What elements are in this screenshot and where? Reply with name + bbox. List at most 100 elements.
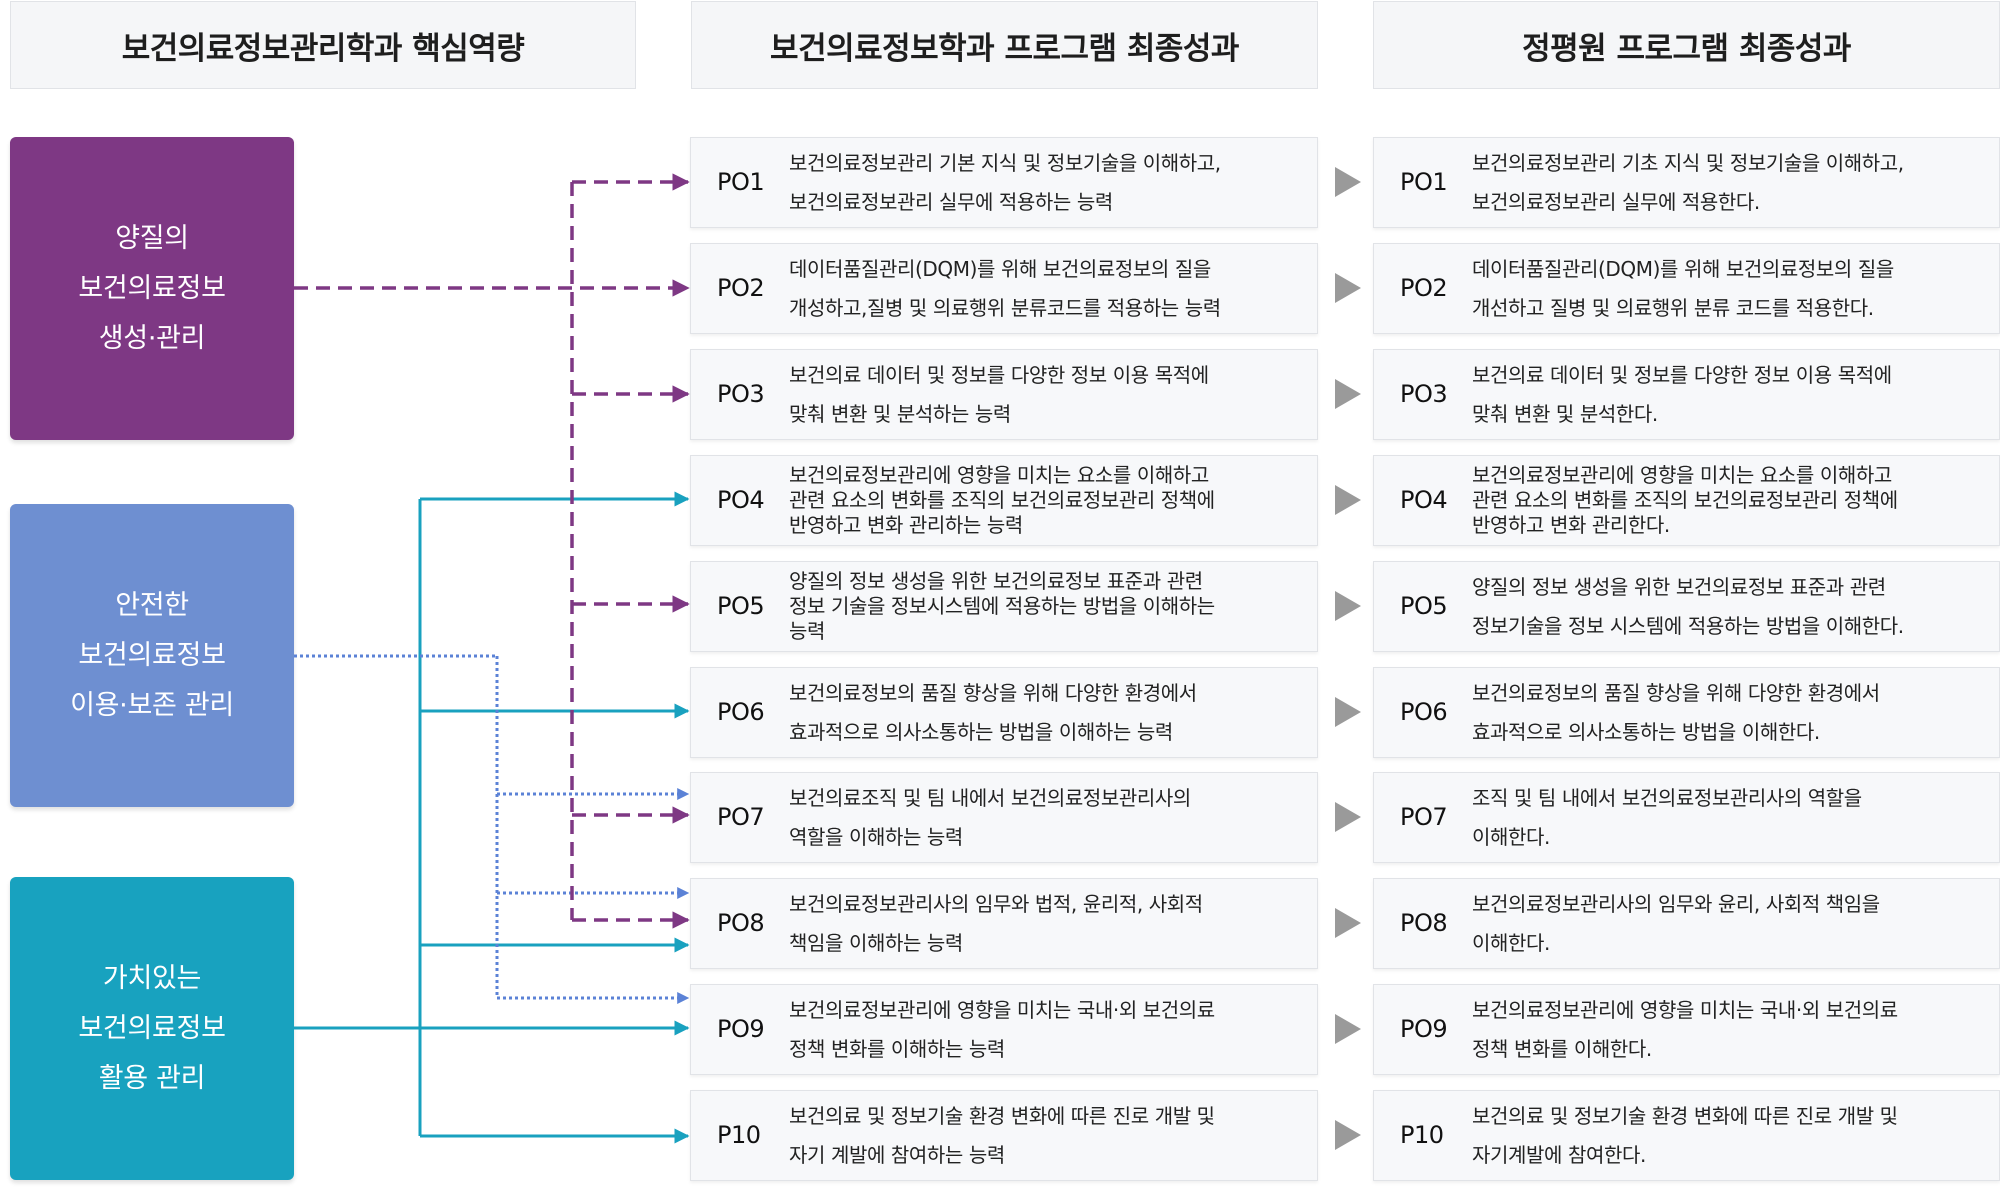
outcome-description-line: 데이터품질관리(DQM)를 위해 보건의료정보의 질을 [1472,256,1894,281]
outcome-description: 보건의료정보관리 기초 지식 및 정보기술을 이해하고, 보건의료정보관리 실무에… [1472,138,1975,227]
play-triangle-icon [1335,167,1361,197]
outcome-description-line: 보건의료정보관리 기초 지식 및 정보기술을 이해하고, [1472,150,1904,175]
header-core-competencies: 보건의료정보관리학과 핵심역량 [10,1,636,89]
outcome-code: PO2 [1400,274,1448,302]
outcome-description-line: 보건의료정보관리사의 임무와 윤리, 사회적 책임을 [1472,891,1880,916]
play-triangle-icon [1335,273,1361,303]
outcome-description-line: 보건의료 및 정보기술 환경 변화에 따른 진로 개발 및 [1472,1103,1898,1128]
play-triangle-icon [1335,1014,1361,1044]
competency-line: 생성·관리 [98,322,206,354]
outcome-description-line: 보건의료 및 정보기술 환경 변화에 따른 진로 개발 및 [789,1103,1215,1128]
competency-line: 보건의료정보 [78,639,226,671]
outcome-description-line: 관련 요소의 변화를 조직의 보건의료정보관리 정책에 [789,488,1215,512]
outcome-code: PO9 [717,1015,765,1043]
play-triangle-icon [1335,697,1361,727]
outcome-code: PO4 [1400,486,1448,514]
play-triangle-icon [1335,908,1361,938]
outcome-description-line: 맞춰 변환 및 분석한다. [1472,401,1658,426]
outcome-description-line: 능력 [789,619,825,643]
outcome-code: PO8 [1400,909,1448,937]
outcome-code: P10 [717,1121,761,1149]
competency-use-preservation: 안전한 보건의료정보 이용·보존 관리 [10,504,294,807]
outcome-description-line: 관련 요소의 변화를 조직의 보건의료정보관리 정책에 [1472,488,1898,512]
play-triangle-icon [1335,591,1361,621]
outcome-code: PO9 [1400,1015,1448,1043]
outcome-description-line: 맞춰 변환 및 분석하는 능력 [789,401,1011,426]
outcome-description-line: 보건의료정보관리 기본 지식 및 정보기술을 이해하고, [789,150,1221,175]
header-accreditation-outcomes: 정평원 프로그램 최종성과 [1373,1,2000,89]
header-department-outcomes: 보건의료정보학과 프로그램 최종성과 [691,1,1318,89]
outcome-description-line: 정보 기술을 정보시스템에 적용하는 방법을 이해하는 [789,594,1215,618]
header-accreditation-outcomes-label: 정평원 프로그램 최종성과 [1522,30,1851,67]
outcome-description-line: 개선하고 질병 및 의료행위 분류 코드를 적용한다. [1472,295,1874,320]
outcome-code: PO3 [1400,380,1448,408]
outcome-description-line: 데이터품질관리(DQM)를 위해 보건의료정보의 질을 [789,256,1211,281]
outcome-description-line: 자기계발에 참여한다. [1472,1142,1646,1167]
competency-generation-management: 양질의 보건의료정보 생성·관리 [10,137,294,440]
competency-line: 이용·보존 관리 [70,689,234,721]
outcome-code: PO5 [1400,592,1448,620]
outcome-description-line: 이해한다. [1472,930,1550,955]
outcome-code: PO6 [717,698,765,726]
purple-connectors [294,173,690,929]
outcome-code: PO5 [717,592,765,620]
outcome-description-line: 역할을 이해하는 능력 [789,824,963,849]
outcome-description-line: 효과적으로 의사소통하는 방법을 이해한다. [1472,719,1820,744]
play-triangle-icon [1335,379,1361,409]
outcome-description-line: 보건의료조직 및 팀 내에서 보건의료정보관리사의 [789,785,1191,810]
outcome-description-line: 개성하고,질병 및 의료행위 분류코드를 적용하는 능력 [789,295,1221,320]
outcome-description-line: 반영하고 변화 관리한다. [1472,513,1670,537]
outcome-description-line: 정책 변화를 이해한다. [1472,1036,1652,1061]
competency-line: 양질의 [115,222,189,254]
competency-line: 보건의료정보 [78,1012,226,1044]
outcome-description-line: 양질의 정보 생성을 위한 보건의료정보 표준과 관련 [1472,574,1886,599]
outcome-description-line: 양질의 정보 생성을 위한 보건의료정보 표준과 관련 [789,569,1203,593]
competency-line: 보건의료정보 [78,272,226,304]
outcome-description-line: 보건의료정보관리 실무에 적용한다. [1472,189,1760,214]
outcome-description-line: 보건의료정보관리에 영향을 미치는 요소를 이해하고 [1472,463,1892,487]
teal-connectors [294,491,690,1144]
outcome-description-line: 자기 계발에 참여하는 능력 [789,1142,1005,1167]
outcome-description-line: 정책 변화를 이해하는 능력 [789,1036,1005,1061]
outcome-code: PO1 [717,168,765,196]
outcome-description-line: 보건의료정보의 품질 향상을 위해 다양한 환경에서 [1472,680,1880,705]
play-triangle-icon [1335,1120,1361,1150]
play-triangle-icon [1335,802,1361,832]
outcome-description-line: 보건의료정보의 품질 향상을 위해 다양한 환경에서 [789,680,1197,705]
outcome-description-line: 책임을 이해하는 능력 [789,930,963,955]
outcome-description-line: 보건의료정보관리에 영향을 미치는 국내·외 보건의료 [789,997,1215,1022]
header-core-competencies-label: 보건의료정보관리학과 핵심역량 [121,30,525,67]
